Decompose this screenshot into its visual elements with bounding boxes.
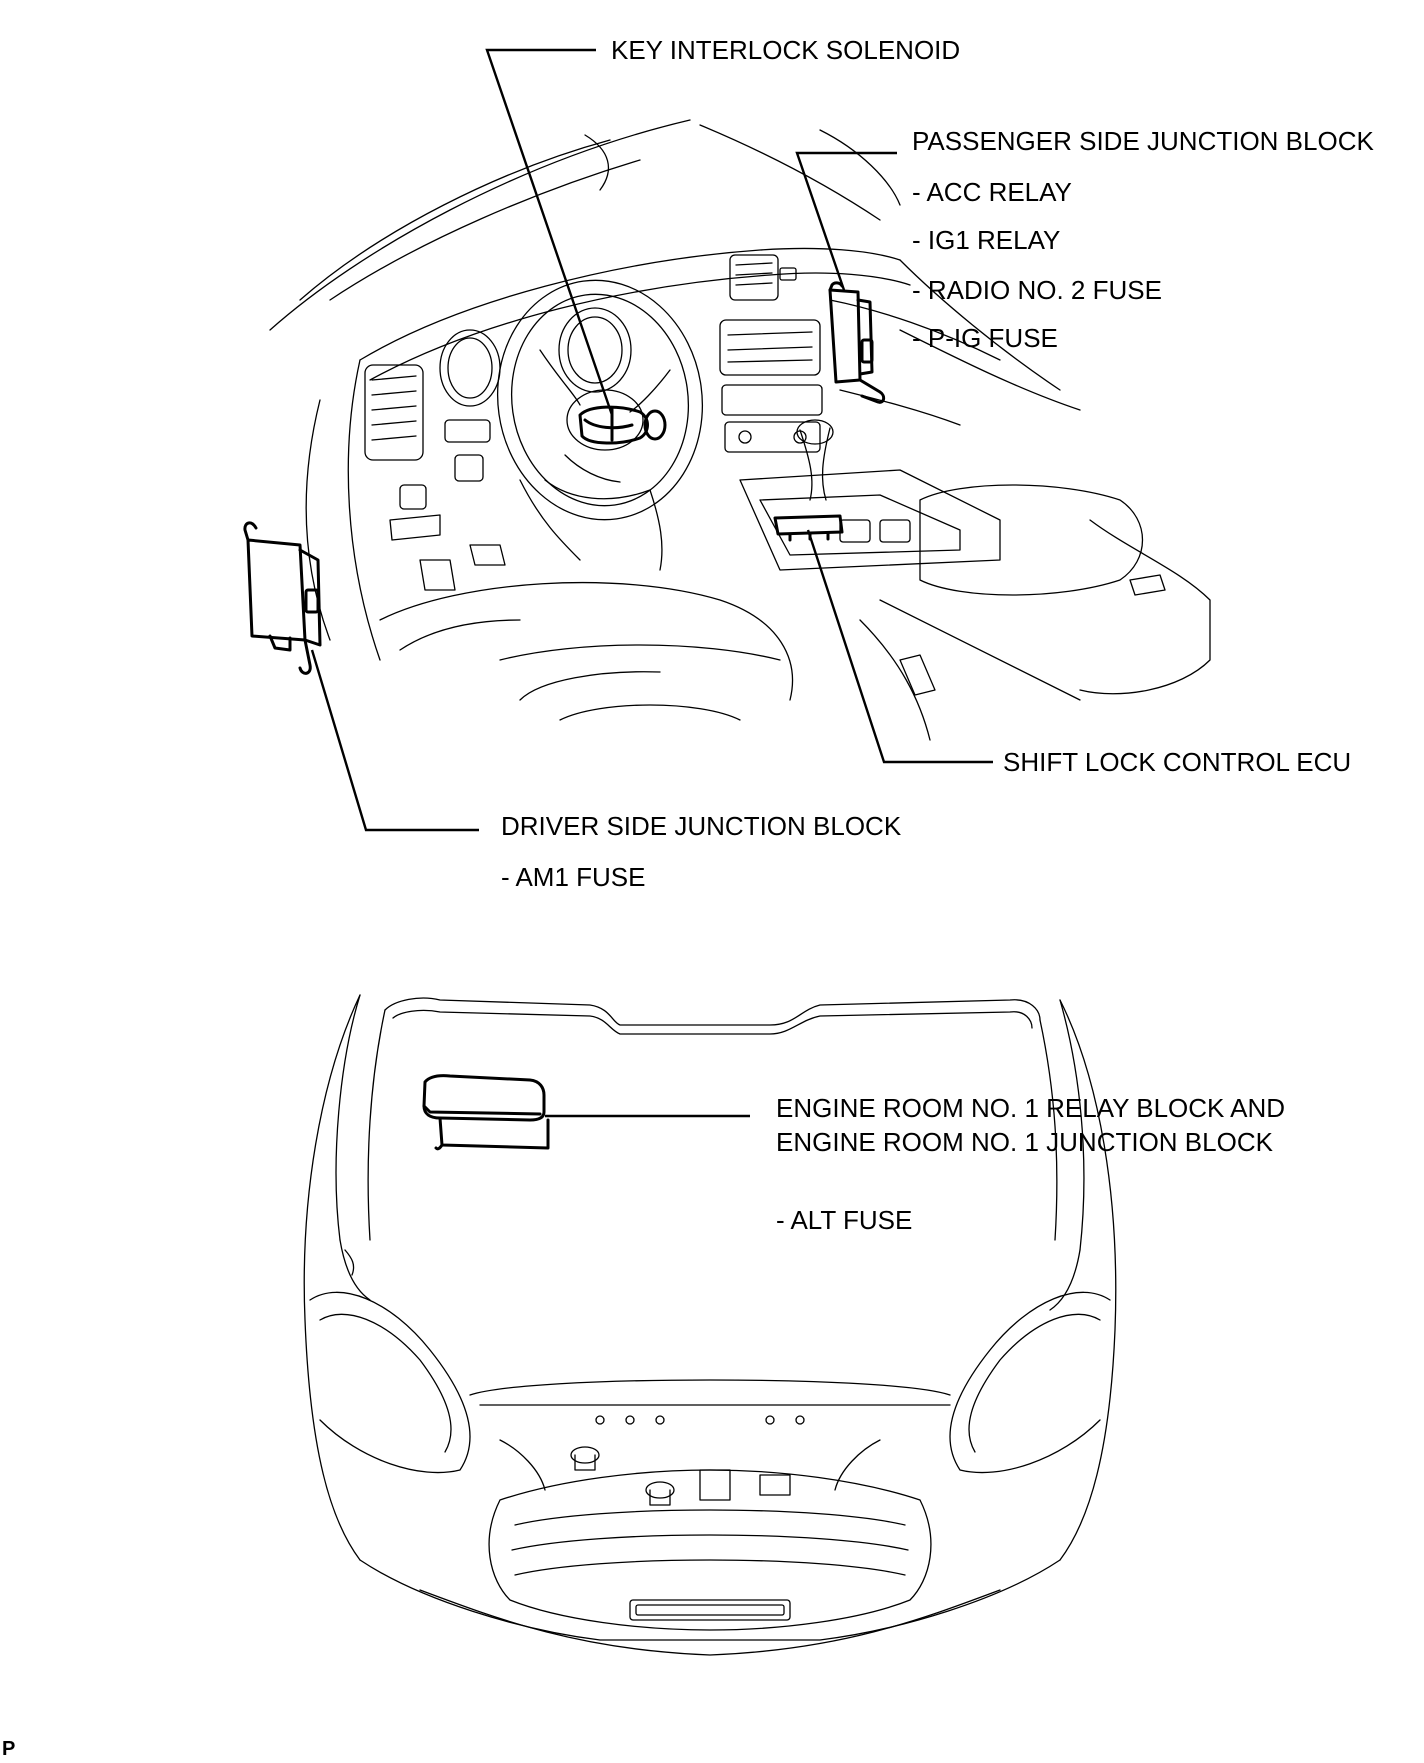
leader-passenger-jb [795, 151, 897, 291]
leader-lines [310, 48, 993, 1118]
label-acc-relay: - ACC RELAY [912, 177, 1072, 207]
leader-driver-jb [310, 649, 479, 832]
corner-mark: P [2, 1738, 16, 1760]
leader-shift-lock [806, 529, 993, 764]
label-engine-room-junction-block: ENGINE ROOM NO. 1 JUNCTION BLOCK [776, 1127, 1273, 1157]
label-am1-fuse: - AM1 FUSE [501, 862, 646, 892]
label-engine-room-relay-block: ENGINE ROOM NO. 1 RELAY BLOCK AND [776, 1093, 1286, 1123]
label-radio-no2-fuse: - RADIO NO. 2 FUSE [912, 275, 1162, 305]
label-shift-lock-control-ecu: SHIFT LOCK CONTROL ECU [1003, 747, 1352, 777]
label-key-interlock-solenoid: KEY INTERLOCK SOLENOID [611, 35, 961, 65]
leader-key-interlock [485, 48, 614, 416]
interior-cabin-drawing [243, 119, 1211, 741]
label-ig1-relay: - IG1 RELAY [912, 225, 1061, 255]
label-p-ig-fuse: - P-IG FUSE [912, 323, 1058, 353]
label-passenger-side-junction-block: PASSENGER SIDE JUNCTION BLOCK [912, 126, 1374, 156]
label-driver-side-junction-block: DRIVER SIDE JUNCTION BLOCK [501, 811, 902, 841]
label-alt-fuse: - ALT FUSE [776, 1205, 913, 1235]
engine-room-drawing [303, 994, 1117, 1656]
